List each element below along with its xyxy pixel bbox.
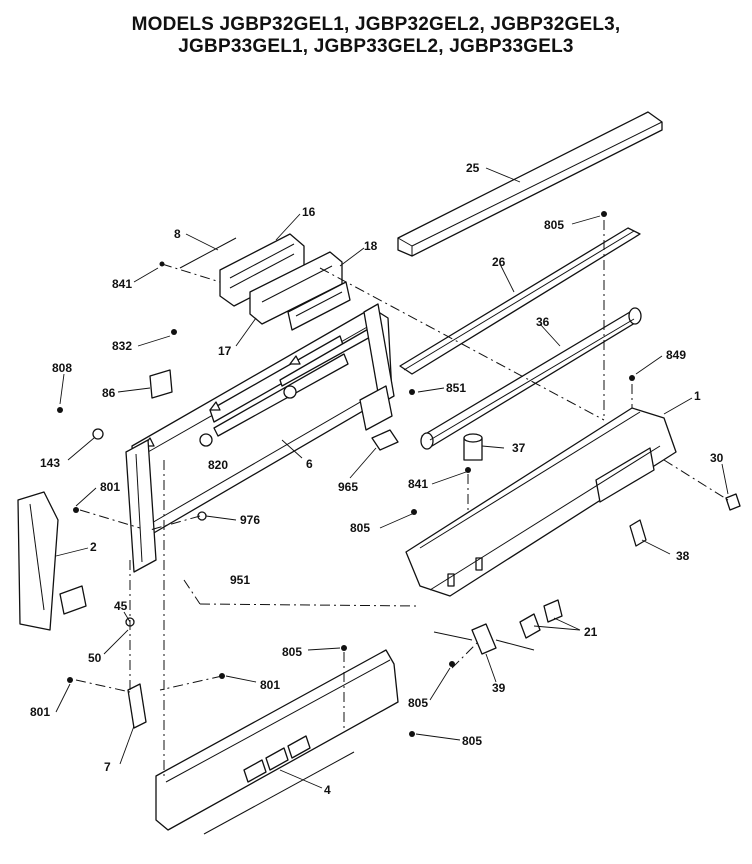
callout-976: 976 <box>240 513 260 527</box>
callout-801: 801 <box>100 480 120 494</box>
callout-841: 841 <box>112 277 132 291</box>
callout-16: 16 <box>302 205 316 219</box>
callout-951: 951 <box>230 573 250 587</box>
part-18-label <box>287 281 351 331</box>
callout-18: 18 <box>364 239 378 253</box>
part-1-control-panel <box>405 407 677 597</box>
callout-39: 39 <box>492 681 506 695</box>
models-title-line-2: JGBP33GEL1, JGBP33GEL2, JGBP33GEL3 <box>178 36 574 57</box>
callout-965: 965 <box>338 480 358 494</box>
callout-86: 86 <box>102 386 116 400</box>
part-39-valve <box>433 623 535 655</box>
callout-805: 805 <box>408 696 428 710</box>
callout-849: 849 <box>666 348 686 362</box>
callout-6: 6 <box>306 457 313 471</box>
back-panel-right-side <box>359 303 395 431</box>
callout-2: 2 <box>90 540 97 554</box>
part-25-top-trim <box>397 111 663 257</box>
part-86-block <box>149 369 173 399</box>
callout-50: 50 <box>88 651 102 665</box>
part-36-tube <box>420 307 642 450</box>
callout-851: 851 <box>446 381 466 395</box>
callout-25: 25 <box>466 161 480 175</box>
callout-45: 45 <box>114 599 128 613</box>
callout-7: 7 <box>104 760 111 774</box>
callout-832: 832 <box>112 339 132 353</box>
leader-lines <box>55 167 729 789</box>
callout-805: 805 <box>462 734 482 748</box>
callout-820: 820 <box>208 458 228 472</box>
part-2-side-trim <box>17 491 87 631</box>
back-panel-left-bracket <box>125 439 157 573</box>
part-30-cap <box>725 493 741 511</box>
part-26-rail <box>399 227 641 375</box>
callout-805: 805 <box>350 521 370 535</box>
callout-805: 805 <box>544 218 564 232</box>
part-21-clips <box>519 599 563 639</box>
assembly-lines <box>75 220 729 776</box>
callout-8: 8 <box>174 227 181 241</box>
callout-21: 21 <box>584 625 598 639</box>
part-38-clip <box>629 519 647 547</box>
part-4-lower-panel <box>155 649 399 835</box>
callout-801: 801 <box>260 678 280 692</box>
callout-801: 801 <box>30 705 50 719</box>
part-37-knob <box>463 433 483 461</box>
callout-143: 143 <box>40 456 60 470</box>
callout-841: 841 <box>408 477 428 491</box>
callout-1: 1 <box>694 389 701 403</box>
models-title-line-1: MODELS JGBP32GEL1, JGBP32GEL2, JGBP32GEL… <box>131 14 621 35</box>
callout-37: 37 <box>512 441 526 455</box>
callout-38: 38 <box>676 549 690 563</box>
callout-4: 4 <box>324 783 331 797</box>
callout-26: 26 <box>492 255 506 269</box>
callout-36: 36 <box>536 315 550 329</box>
part-8-rod <box>179 237 237 269</box>
part-7-bracket <box>127 683 147 729</box>
part-965-clip <box>371 429 399 451</box>
screws <box>57 211 635 737</box>
callout-805: 805 <box>282 645 302 659</box>
callout-30: 30 <box>710 451 724 465</box>
callout-labels: 25 805 16 8 18 841 26 36 832 17 849 808 … <box>30 161 724 797</box>
callout-17: 17 <box>218 344 232 358</box>
part-6-back-panel <box>131 307 393 535</box>
callout-808: 808 <box>52 361 72 375</box>
